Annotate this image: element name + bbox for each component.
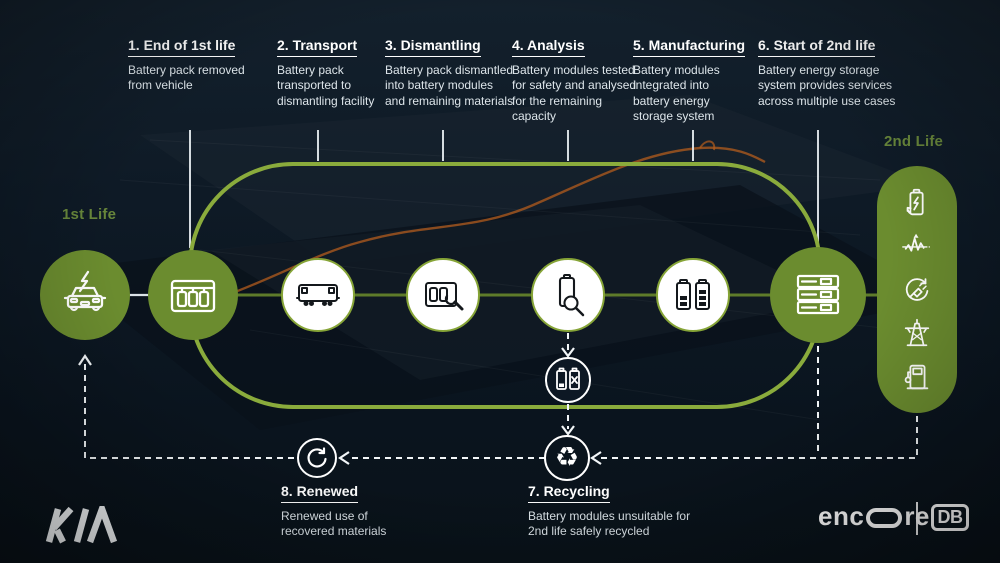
second-life-use-cases-pill: [877, 166, 957, 413]
step-8-description: Renewed use of recovered materials: [281, 509, 387, 539]
step-3-title: 3. Dismantling: [385, 37, 481, 57]
kia-logo: [45, 506, 118, 544]
node-manufacturing: [656, 258, 730, 332]
encore-logo-text-left: enc: [818, 501, 865, 531]
step-8-title: 8. Renewed: [281, 483, 359, 503]
node-transport: [281, 258, 355, 332]
battery-pack-icon: [170, 279, 216, 313]
renewed-label-block: 8. Renewed Renewed use of recovered mate…: [281, 483, 431, 540]
step-5-description: Battery modules integrated into battery …: [633, 63, 720, 124]
ev-car-charging-icon: [63, 270, 107, 312]
step-7-title: 7. Recycling: [528, 483, 610, 503]
node-failed-modules: [545, 357, 591, 403]
first-life-label: 1st Life: [62, 206, 117, 223]
failed-battery-icon: [556, 367, 580, 390]
node-renewed: [297, 438, 337, 478]
step-column-5: 5. Manufacturing Battery modules integra…: [633, 37, 746, 124]
step-6-title: 6. Start of 2nd life: [758, 37, 876, 57]
db-logo: DB: [931, 504, 969, 531]
recycling-label-block: 7. Recycling Battery modules unsuitable …: [528, 483, 718, 540]
step-column-1: 1. End of 1st life Battery pack removed …: [128, 37, 270, 94]
encore-logo-o-icon: [866, 507, 903, 528]
step-4-title: 4. Analysis: [512, 37, 585, 57]
encore-logo: enc re: [818, 501, 930, 532]
step-5-title: 5. Manufacturing: [633, 37, 746, 57]
second-life-label: 2nd Life: [884, 133, 944, 150]
step-1-title: 1. End of 1st life: [128, 37, 236, 57]
battery-modules-icon: [676, 279, 710, 310]
step-column-2: 2. Transport Battery pack transported to…: [277, 37, 377, 109]
step-7-description: Battery modules unsuitable for 2nd life …: [528, 509, 691, 539]
battery-wrench-icon: [425, 282, 464, 311]
step-1-description: Battery pack removed from vehicle: [128, 63, 245, 93]
ev-charger-icon: [904, 364, 929, 389]
step-4-description: Battery modules tested for safety and an…: [512, 63, 637, 124]
step-column-3: 3. Dismantling Battery pack dismantled i…: [385, 37, 515, 109]
step-2-description: Battery pack transported to dismantling …: [277, 63, 375, 108]
renew-arrow-icon: [307, 447, 327, 468]
step-6-description: Battery energy storage system provides s…: [758, 63, 896, 108]
battery-magnifier-icon: [558, 273, 585, 317]
node-analysis: [531, 258, 605, 332]
energy-storage-rack-icon: [796, 274, 840, 315]
frequency-regulation-icon: [902, 233, 930, 252]
logo-divider: [916, 502, 918, 535]
battery-recharge-icon: [906, 188, 924, 215]
step-column-6: 6. Start of 2nd life Battery energy stor…: [758, 37, 900, 109]
recycle-icon: ♻: [554, 441, 580, 472]
node-1st-life-vehicle: [40, 250, 130, 340]
node-dismantling: [406, 258, 480, 332]
step-2-title: 2. Transport: [277, 37, 358, 57]
transport-truck-icon: [296, 284, 340, 306]
transmission-tower-icon: [904, 318, 930, 347]
node-recycling: ♻: [544, 435, 590, 481]
node-battery-pack-removed: [148, 250, 238, 340]
node-energy-storage: [770, 247, 866, 343]
step-3-description: Battery pack dismantled into battery mod…: [385, 63, 514, 108]
step-column-4: 4. Analysis Battery modules tested for s…: [512, 37, 645, 124]
plug-cycle-icon: [905, 277, 929, 301]
